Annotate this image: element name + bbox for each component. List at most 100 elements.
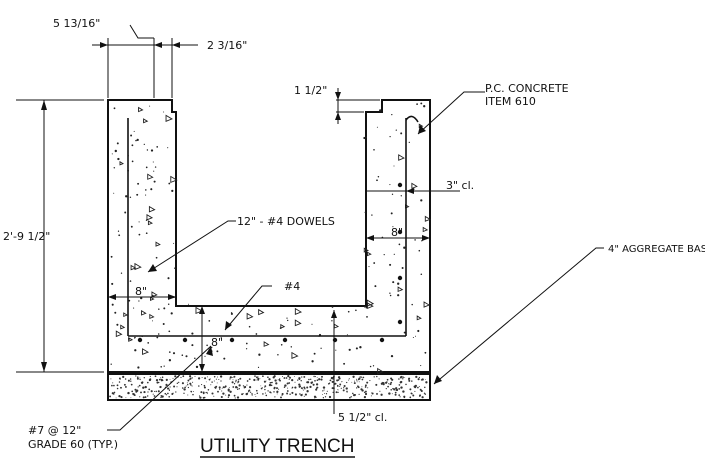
concrete-speck xyxy=(152,320,153,322)
gravel-speck xyxy=(346,381,348,384)
concrete-speck xyxy=(347,310,350,313)
concrete-speck xyxy=(204,355,206,357)
concrete-speck xyxy=(372,365,375,367)
concrete-speck xyxy=(258,353,261,356)
gravel-speck xyxy=(162,379,164,382)
concrete-speck xyxy=(167,147,169,149)
gravel-speck xyxy=(321,393,323,395)
gravel-speck xyxy=(409,396,411,398)
gravel-speck xyxy=(341,381,342,383)
concrete-speck xyxy=(279,327,282,330)
concrete-speck xyxy=(418,249,421,252)
gravel-speck xyxy=(150,390,153,393)
gravel-speck xyxy=(263,380,266,383)
gravel-speck xyxy=(346,390,348,393)
gravel-speck xyxy=(331,380,334,383)
concrete-speck xyxy=(158,308,160,310)
gravel-speck xyxy=(421,396,424,399)
concrete-speck xyxy=(120,324,126,330)
gravel-speck xyxy=(408,379,410,381)
gravel-speck xyxy=(276,387,278,390)
gravel-speck xyxy=(255,395,257,397)
concrete-speckle xyxy=(110,102,432,375)
gravel-speck xyxy=(409,388,412,391)
gravel-speck xyxy=(233,394,236,397)
concrete-speck xyxy=(134,349,137,352)
gravel-speck xyxy=(354,393,357,396)
concrete-speck xyxy=(138,300,140,302)
gravel-speck xyxy=(239,377,242,380)
concrete-speck xyxy=(135,139,137,142)
gravel-speck xyxy=(153,390,156,392)
gravel-speck xyxy=(361,386,363,388)
gravel-speck xyxy=(353,382,356,385)
concrete-speck xyxy=(155,241,161,247)
gravel-speck xyxy=(378,378,380,380)
gravel-speck xyxy=(158,378,161,381)
gravel-speck xyxy=(208,378,211,381)
concrete-speck xyxy=(153,170,155,172)
concrete-speck xyxy=(116,323,119,326)
gravel-speck xyxy=(242,393,244,395)
gravel-speck xyxy=(404,376,406,378)
gravel-speck xyxy=(356,381,358,383)
gravel-speck xyxy=(298,383,301,386)
gravel-speck xyxy=(137,376,139,379)
gravel-speck xyxy=(398,384,401,386)
gravel-speck xyxy=(232,386,235,388)
gravel-speck xyxy=(241,393,244,396)
concrete-speck xyxy=(364,211,366,214)
gravel-speck xyxy=(165,394,168,396)
concrete-speck xyxy=(114,311,117,314)
gravel-speck xyxy=(236,388,239,391)
gravel-speck xyxy=(139,378,141,381)
concrete-speck xyxy=(156,336,159,339)
concrete-speck xyxy=(165,114,173,122)
gravel-speck xyxy=(412,394,415,397)
gravel-speck xyxy=(326,390,328,392)
gravel-speck xyxy=(123,383,126,386)
concrete-speck xyxy=(366,299,375,307)
concrete-speck xyxy=(147,342,150,344)
gravel-speck xyxy=(279,379,281,382)
gravel-speck xyxy=(221,390,223,392)
drawing-title: UTILITY TRENCH xyxy=(200,436,355,457)
gravel-speck xyxy=(300,387,303,390)
gravel-speck xyxy=(130,383,133,386)
gravel-speck xyxy=(217,376,218,378)
concrete-speck xyxy=(255,333,258,335)
concrete-speck xyxy=(230,312,233,314)
concrete-speck xyxy=(313,352,316,355)
gravel-speck xyxy=(142,386,145,389)
gravel-speck xyxy=(291,391,294,394)
gravel-speck xyxy=(251,393,253,395)
concrete-speck xyxy=(331,320,333,322)
gravel-speck xyxy=(417,378,420,381)
concrete-speck xyxy=(376,126,378,128)
concrete-speck xyxy=(125,195,128,198)
concrete-speck xyxy=(377,176,380,178)
concrete-speck xyxy=(110,255,113,258)
gravel-speck xyxy=(332,391,334,393)
gravel-speck xyxy=(388,383,390,385)
gravel-speck xyxy=(220,380,222,382)
gravel-speck xyxy=(370,395,372,397)
concrete-speck xyxy=(163,111,165,113)
gravel-speck xyxy=(361,389,364,392)
concrete-speck xyxy=(280,344,283,346)
dimension-arrows xyxy=(41,42,430,372)
callout-bar4: #4 xyxy=(284,280,300,293)
concrete-speck xyxy=(373,262,376,264)
concrete-speck xyxy=(115,330,123,338)
concrete-speck xyxy=(403,246,406,249)
concrete-speck xyxy=(118,234,121,237)
gravel-speck xyxy=(310,381,313,384)
gravel-speck xyxy=(124,385,127,388)
concrete-speck xyxy=(149,105,151,107)
gravel-speck xyxy=(264,388,266,391)
concrete-speck xyxy=(416,315,422,321)
gravel-speck xyxy=(274,396,276,398)
gravel-speck xyxy=(293,375,295,377)
gravel-speck xyxy=(392,387,394,390)
gravel-speck xyxy=(306,390,309,393)
